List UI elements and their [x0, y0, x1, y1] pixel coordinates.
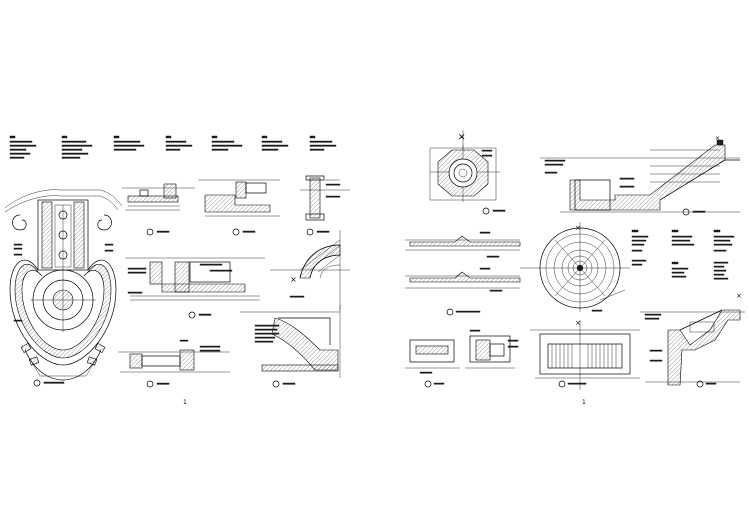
detail-c — [300, 175, 350, 236]
right-page: ✕ — [405, 130, 745, 406]
concentric-plan: × — [520, 222, 630, 312]
section-d — [125, 257, 265, 319]
stair-plan: × — [270, 230, 350, 310]
detail-a — [122, 183, 195, 236]
detail-b — [198, 179, 280, 236]
section-marker-icon: × — [290, 275, 297, 284]
section-e — [118, 339, 230, 388]
left-page: × 1 — [4, 135, 350, 406]
fence-elevation: × — [530, 319, 640, 390]
svg-text:×: × — [736, 292, 742, 300]
lower-cascade-section: × — [640, 292, 745, 388]
detail-boxes — [405, 308, 519, 388]
left-page-number: 1 — [183, 399, 187, 406]
right-page-number: 1 — [582, 399, 586, 406]
notes-block-right — [631, 229, 735, 280]
section-marker-icon — [33, 379, 41, 387]
svg-text:×: × — [715, 135, 720, 142]
fountain-plan — [4, 189, 123, 387]
cascade-section: × — [540, 135, 740, 216]
svg-text:×: × — [575, 319, 581, 327]
north-arrow-icon: ✕ — [458, 133, 466, 143]
curved-wall-section — [240, 305, 341, 388]
notes-block-left — [9, 135, 337, 159]
basin-plan: ✕ — [429, 130, 506, 215]
elevation-strips — [405, 231, 521, 292]
